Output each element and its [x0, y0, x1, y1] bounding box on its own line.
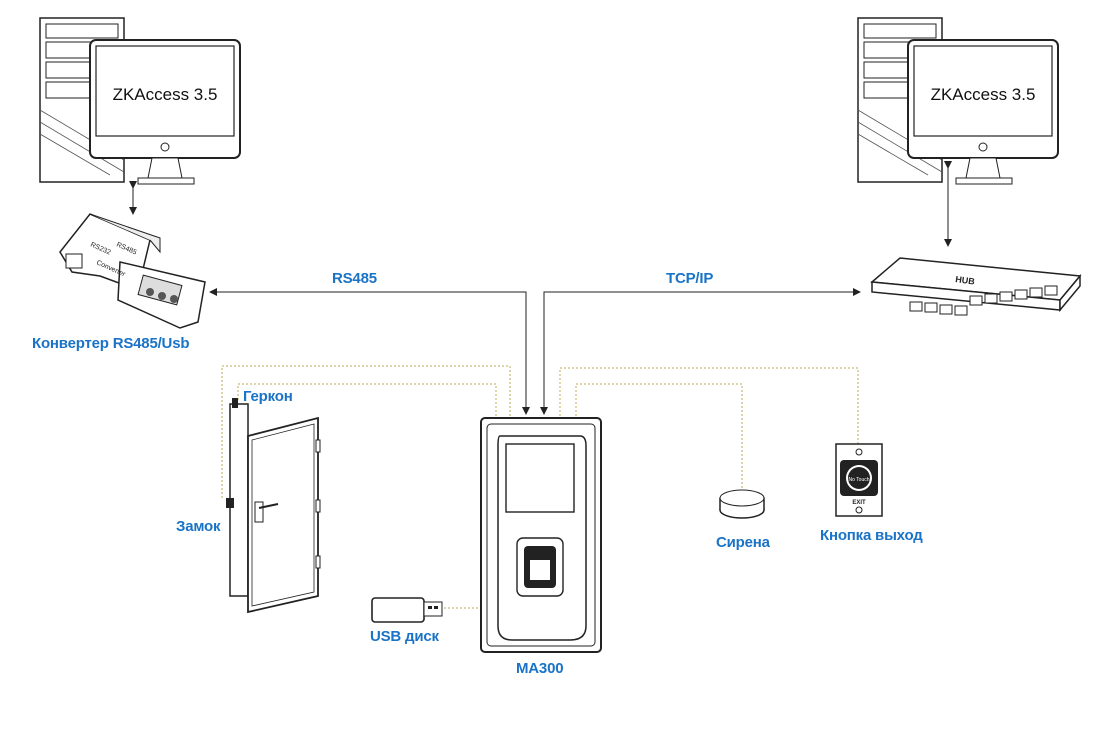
exit-button-label: Кнопка выход: [820, 527, 923, 544]
pc-left-monitor: ZKAccess 3.5: [89, 39, 241, 185]
gerkon-label: Геркон: [243, 388, 293, 405]
hub-ports: [909, 285, 1058, 316]
hub-device: HUB: [870, 257, 1082, 316]
siren-device: [719, 489, 765, 519]
usb-drive: [371, 597, 443, 623]
exit-button-text: No Touch: [848, 477, 869, 483]
gerkon-sensor: [232, 398, 238, 408]
usb-label: USB диск: [370, 628, 439, 645]
wire-siren: [575, 383, 743, 492]
ma300-label: MA300: [516, 660, 564, 677]
wire-lock: [221, 365, 511, 500]
tcpip-label: TCP/IP: [666, 270, 714, 287]
pc-right-screen-text: ZKAccess 3.5: [931, 85, 1036, 104]
wires-dotted: [221, 365, 859, 609]
door: [226, 398, 321, 614]
link-tcpip: [543, 288, 861, 414]
pc-left-screen-text: ZKAccess 3.5: [113, 85, 218, 104]
wire-exit: [559, 367, 859, 444]
converter-label: Конвертер RS485/Usb: [32, 335, 190, 352]
exit-text: EXIT: [852, 500, 866, 506]
converter-device: RS232 RS485 Converter: [59, 213, 206, 329]
ma300-device: [480, 417, 602, 653]
lock-label: Замок: [176, 518, 221, 535]
lock-device: [226, 498, 234, 508]
pc-left: ZKAccess 3.5: [39, 17, 241, 185]
exit-button-device: No Touch EXIT: [835, 443, 883, 517]
siren-label: Сирена: [716, 534, 770, 551]
pc-right: ZKAccess 3.5: [857, 17, 1059, 185]
rs485-label: RS485: [332, 270, 377, 287]
hub-text: HUB: [955, 274, 976, 287]
wire-gerkon: [237, 383, 497, 420]
pc-right-monitor: ZKAccess 3.5: [907, 39, 1059, 185]
